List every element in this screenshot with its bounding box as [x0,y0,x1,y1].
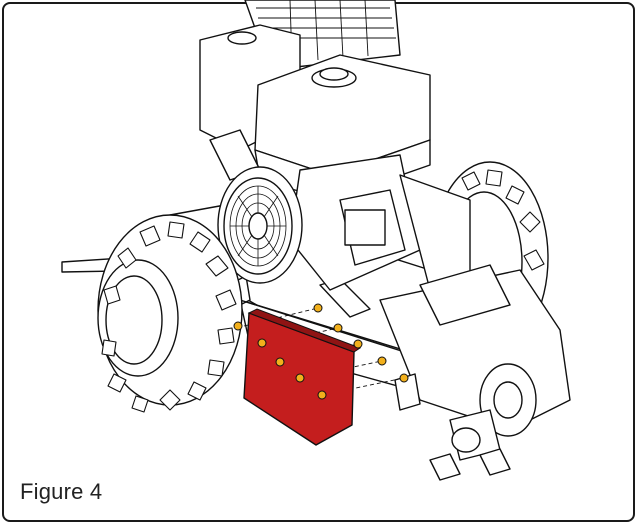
figure-caption: Figure 4 [20,479,103,504]
cutter-housing [379,264,571,481]
recoil-starter [217,166,303,284]
engine [199,24,471,301]
bolt-icons [233,303,409,400]
left-tire [97,214,243,413]
